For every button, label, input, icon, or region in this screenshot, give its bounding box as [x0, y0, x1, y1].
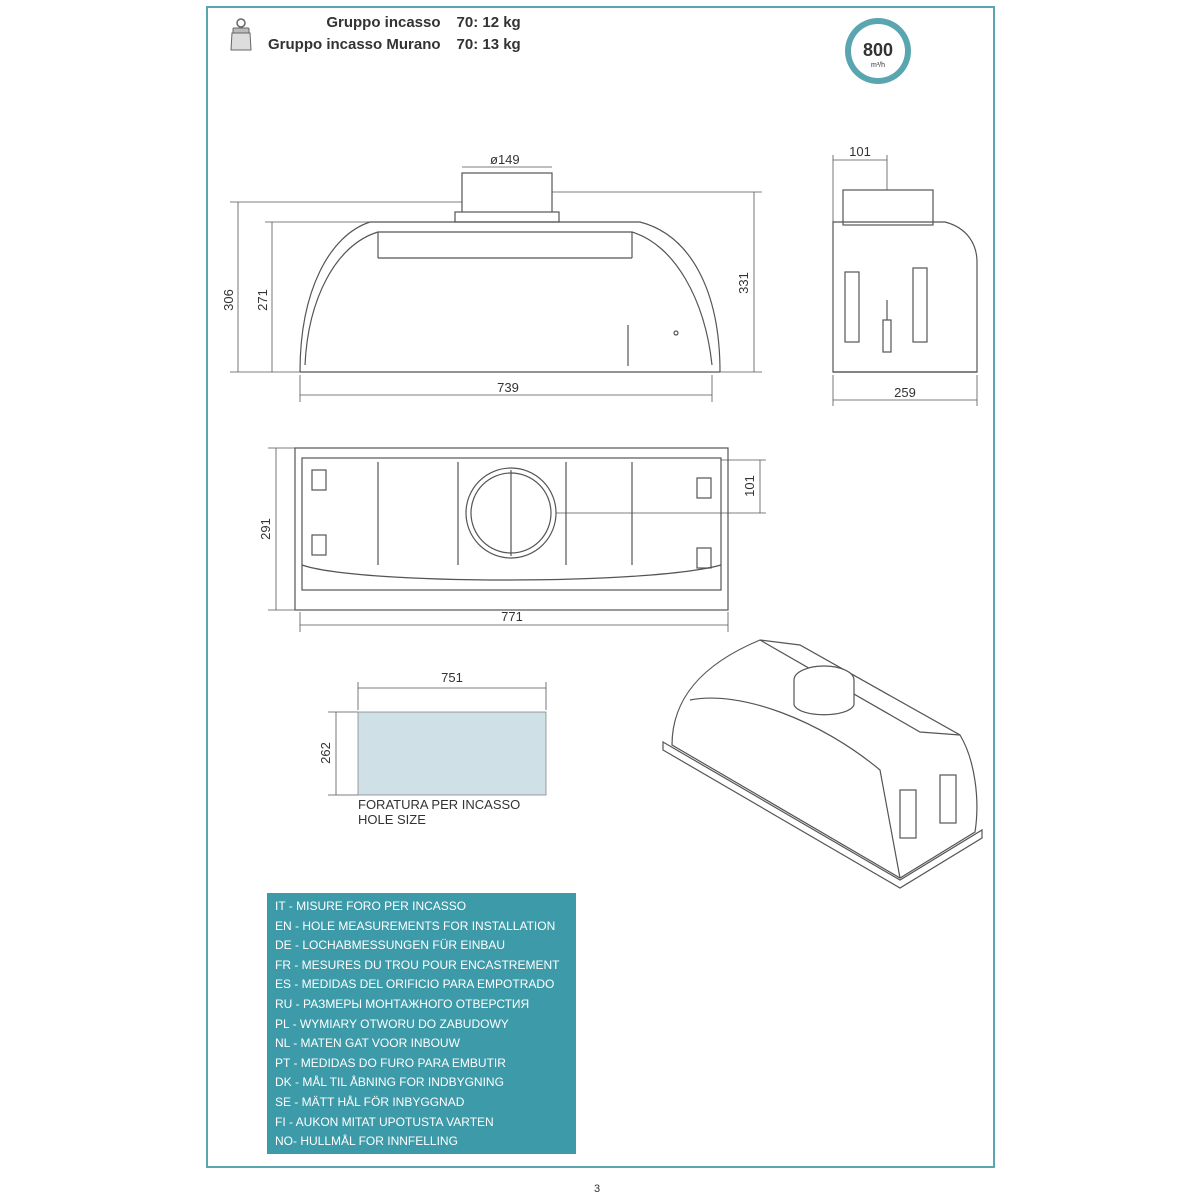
- legend-item: PT - MEDIDAS DO FURO PARA EMBUTIR: [275, 1055, 506, 1070]
- airflow-value: 800: [863, 40, 893, 60]
- legend-item: FR - MESURES DU TROU POUR ENCASTREMENT: [275, 957, 560, 972]
- isometric-view: [662, 639, 983, 889]
- legend-item: DE - LOCHABMESSUNGEN FÜR EINBAU: [275, 938, 506, 953]
- legend-item: PL - WYMIARY OTWORU DO ZABUDOWY: [275, 1016, 509, 1031]
- weight-icon: [230, 18, 252, 51]
- weight-label: Gruppo incasso Murano: [268, 36, 441, 53]
- legend-item: IT - MISURE FORO PER INCASSO: [275, 899, 467, 913]
- dim-hole-height: 262: [318, 742, 333, 764]
- dim-front-width: 739: [497, 380, 519, 395]
- legend-item: ES - MEDIDAS DEL ORIFICIO PARA EMPOTRADO: [275, 977, 555, 992]
- front-view: [299, 172, 721, 373]
- dim-hole-width: 751: [441, 670, 463, 685]
- page-number: 3: [594, 1183, 601, 1195]
- dim-front-height-total: 331: [736, 272, 751, 294]
- front-dimension-lines: [230, 166, 762, 402]
- legend-item: EN - HOLE MEASUREMENTS FOR INSTALLATION: [275, 918, 556, 933]
- hole-dimension-lines: [328, 682, 547, 796]
- dim-top-depth: 291: [258, 518, 273, 540]
- airflow-badge: 800 m³/h: [845, 18, 911, 84]
- weight-row: Gruppo incasso 70: 12 kg: [268, 12, 529, 34]
- hole-caption-line: HOLE SIZE: [358, 812, 426, 827]
- top-view: [294, 447, 729, 611]
- dim-top-offset: 101: [742, 475, 757, 497]
- dimension-labels: ø149 306 271 331 739 101 259 291 771 101…: [221, 144, 916, 764]
- dim-front-height-inner: 271: [255, 289, 270, 311]
- weight-row: Gruppo incasso Murano 70: 13 kg: [268, 34, 529, 56]
- dim-front-height-outer: 306: [221, 289, 236, 311]
- language-legend: IT - MISURE FORO PER INCASSO EN - HOLE M…: [267, 893, 576, 1154]
- dim-duct-diameter: ø149: [490, 152, 520, 167]
- hole-rectangle: [357, 711, 547, 796]
- dim-top-width: 771: [501, 609, 523, 624]
- hole-caption: FORATURA PER INCASSO HOLE SIZE: [358, 797, 520, 827]
- legend-item: FI - AUKON MITAT UPOTUSTA VARTEN: [275, 1114, 494, 1129]
- legend-item: NO- HULLMÅL FOR INNFELLING: [275, 1134, 458, 1149]
- weight-table: Gruppo incasso 70: 12 kg Gruppo incasso …: [268, 12, 529, 56]
- weight-label: Gruppo incasso: [326, 14, 441, 31]
- page-frame: [206, 6, 995, 1168]
- hole-caption-line: FORATURA PER INCASSO: [358, 797, 521, 812]
- legend-item: RU - РАЗМЕРЫ МОНТАЖНОГО ОТВЕРСТИЯ: [275, 996, 530, 1011]
- legend-item: NL - MATEN GAT VOOR INBOUW: [275, 1036, 460, 1051]
- top-dimension-lines: [268, 447, 766, 632]
- legend-item: SE - MÄTT HÅL FÖR INBYGGNAD: [275, 1094, 465, 1109]
- side-view: [832, 189, 978, 373]
- dim-side-offset: 101: [849, 144, 871, 159]
- airflow-unit: m³/h: [871, 62, 885, 69]
- weight-value: 70: 13 kg: [456, 36, 521, 53]
- dim-side-depth: 259: [894, 385, 916, 400]
- legend-item: DK - MÅL TIL ÅBNING FOR INDBYGNING: [275, 1075, 504, 1090]
- side-dimension-lines: [832, 155, 978, 406]
- weight-value: 70: 12 kg: [456, 14, 521, 31]
